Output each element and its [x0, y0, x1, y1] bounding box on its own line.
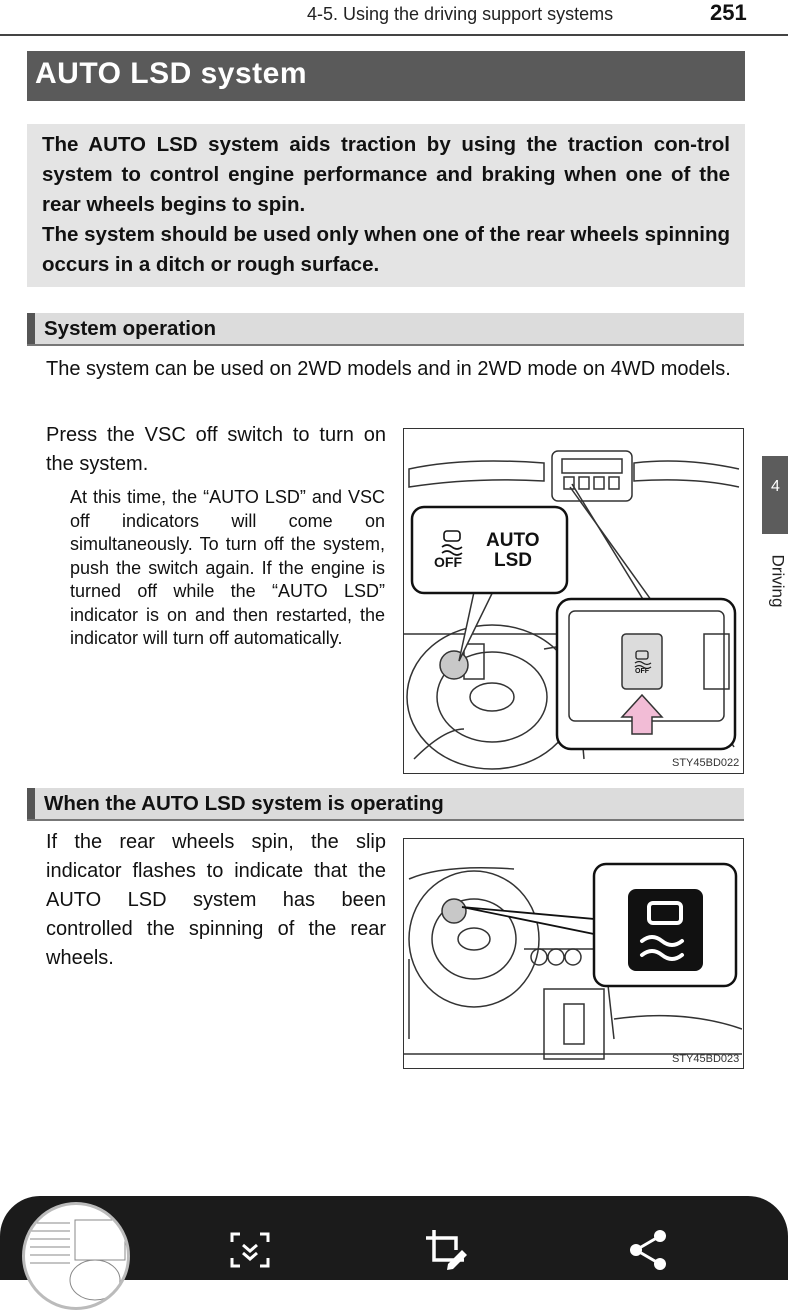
scan-icon[interactable] — [228, 1228, 272, 1272]
section-heading-when-operating: When the AUTO LSD system is operating — [27, 788, 744, 821]
switch-off-label: OFF — [635, 668, 649, 675]
intro-paragraph-1: The AUTO LSD system aids traction by usi… — [42, 133, 730, 216]
thumbnail-preview[interactable] — [22, 1202, 130, 1310]
page-title-bar: AUTO LSD system — [27, 51, 745, 101]
chapter-number: 4 — [771, 478, 780, 495]
figure-code-1: STY45BD022 — [672, 757, 740, 769]
figure-vsc-switch: OFF AUTO LSD OFF STY45BD022 — [403, 428, 744, 774]
chapter-tab[interactable]: 4 — [762, 456, 788, 534]
page-title: AUTO LSD system — [35, 57, 308, 90]
page-number: 251 — [710, 0, 747, 25]
intro-box: The AUTO LSD system aids traction by usi… — [27, 124, 745, 287]
section-heading-text: System operation — [44, 317, 217, 340]
section-breadcrumb: 4-5. Using the driving support systems — [307, 4, 614, 24]
dashboard-slip-illustration — [404, 862, 743, 1060]
chapter-label-text: Driving — [768, 554, 788, 608]
figure-code-2: STY45BD023 — [672, 1053, 740, 1065]
page-header: 4-5. Using the driving support systems 2… — [0, 0, 788, 36]
share-icon[interactable] — [626, 1228, 670, 1272]
chapter-label: Driving — [763, 545, 788, 625]
section-marker — [27, 788, 35, 819]
vsc-off-label: OFF — [434, 554, 462, 570]
auto-lsd-label-line2: LSD — [494, 550, 532, 571]
system-operation-paragraph: The system can be used on 2WD models and… — [46, 358, 731, 380]
press-vsc-instruction: Press the VSC off switch to turn on the … — [46, 424, 386, 475]
section-marker — [27, 313, 35, 344]
slip-indicator-paragraph: If the rear wheels spin, the slip indica… — [46, 831, 386, 969]
section-heading-system-operation: System operation — [27, 313, 744, 346]
auto-lsd-label-line1: AUTO — [486, 530, 540, 551]
indicator-note: At this time, the “AUTO LSD” and VSC off… — [70, 487, 385, 648]
crop-edit-icon[interactable] — [424, 1228, 468, 1272]
thumbnail-image — [30, 1219, 126, 1301]
dashboard-illustration — [404, 450, 740, 770]
figure-slip-indicator: STY45BD023 — [403, 838, 744, 1069]
header-divider — [0, 34, 788, 36]
section-heading-text: When the AUTO LSD system is operating — [44, 792, 444, 815]
intro-paragraph-2: The system should be used only when one … — [42, 223, 731, 276]
